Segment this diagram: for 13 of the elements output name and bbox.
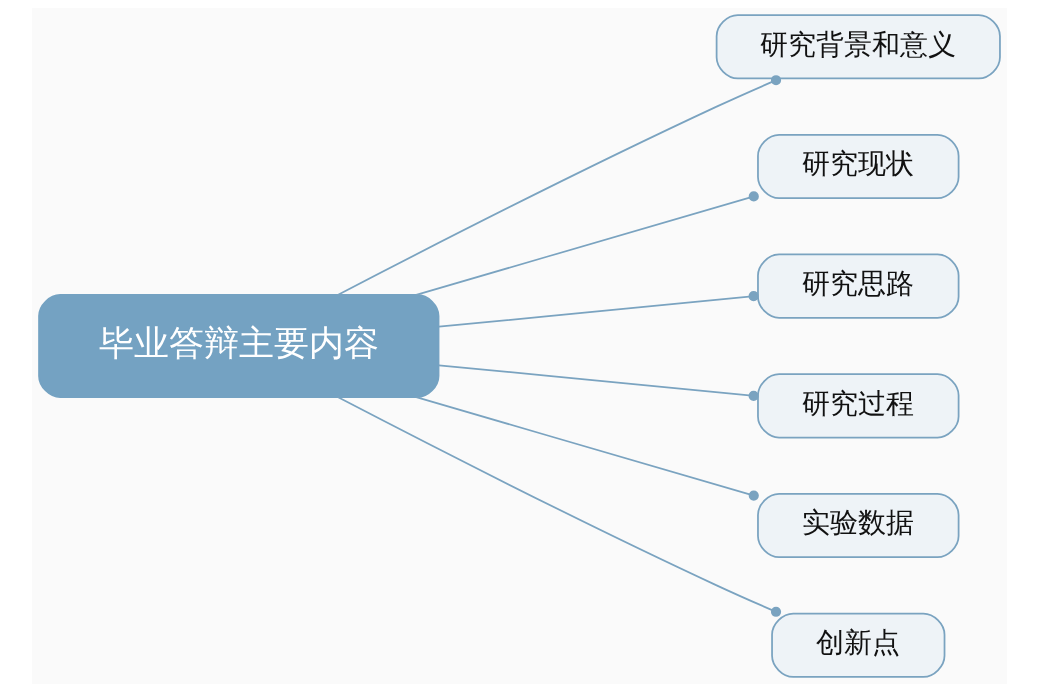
- connector: [437, 291, 759, 328]
- connector: [415, 191, 759, 296]
- connector: [336, 396, 782, 617]
- connector: [336, 75, 782, 296]
- node-box: 毕业答辩主要内容: [38, 294, 440, 398]
- node-box: 研究思路: [757, 253, 960, 319]
- node-box: 创新点: [771, 612, 946, 678]
- node-box: 实验数据: [757, 492, 960, 559]
- node-box: 研究现状: [757, 133, 960, 200]
- connector: [415, 396, 759, 501]
- node-box: 研究背景和意义: [715, 14, 1001, 80]
- connector: [437, 364, 759, 401]
- node-box: 研究过程: [757, 373, 960, 439]
